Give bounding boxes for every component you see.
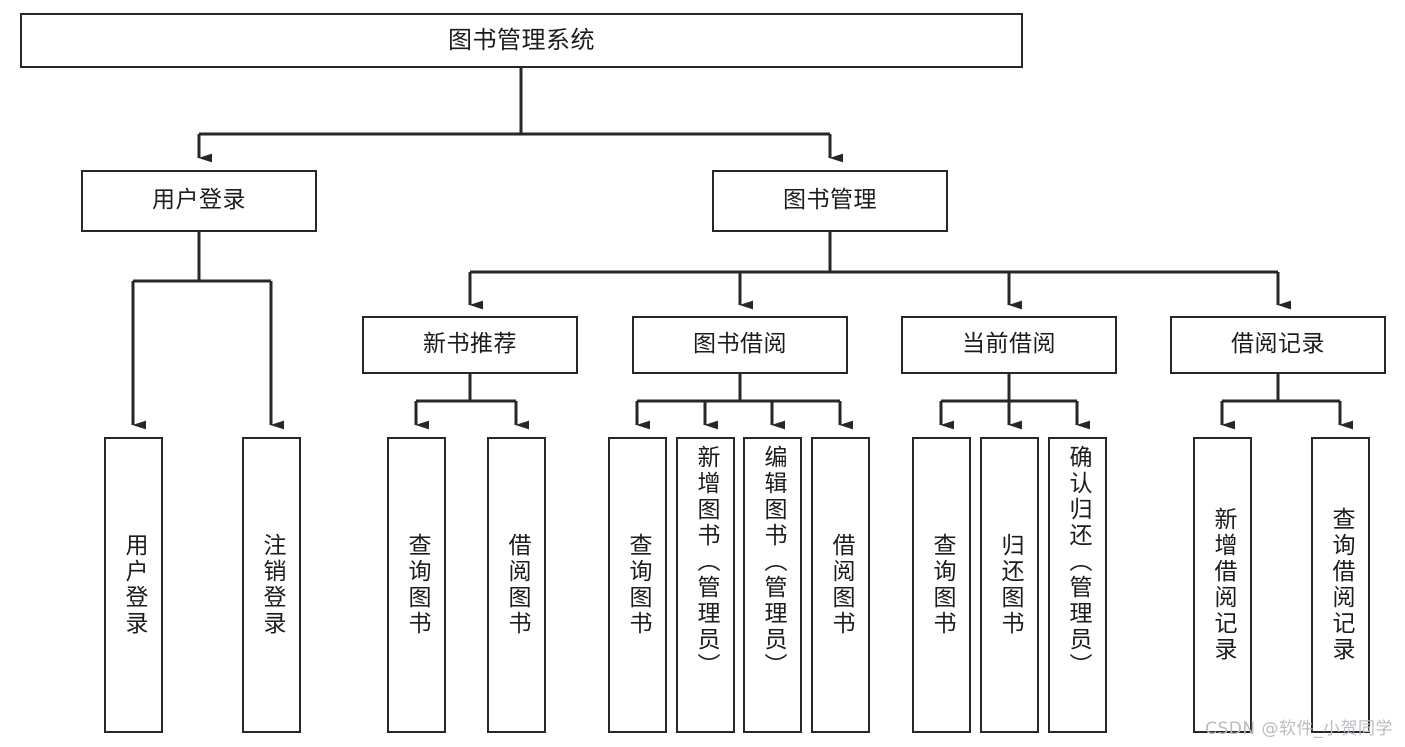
node-user-login[interactable]: 用户登录 xyxy=(81,170,317,232)
node-leaf-return-book-label: 归还图书 xyxy=(997,533,1023,637)
node-leaf-query-book-2[interactable]: 查询图书 xyxy=(608,437,667,733)
node-leaf-add-book-label: 新增图书（管理员） xyxy=(693,445,719,679)
node-user-login-label: 用户登录 xyxy=(152,187,246,214)
node-leaf-query-book-2-label: 查询图书 xyxy=(625,533,651,637)
node-book-management[interactable]: 图书管理 xyxy=(712,170,948,232)
node-leaf-query-book-1-label: 查询图书 xyxy=(404,533,430,637)
node-book-management-label: 图书管理 xyxy=(783,187,877,214)
node-book-borrow-label: 图书借阅 xyxy=(693,331,787,358)
node-current-borrow[interactable]: 当前借阅 xyxy=(901,316,1117,374)
node-new-book-recommend-label: 新书推荐 xyxy=(423,331,517,358)
node-leaf-edit-book[interactable]: 编辑图书（管理员） xyxy=(743,437,802,733)
node-leaf-logout-login[interactable]: 注销登录 xyxy=(242,437,301,733)
node-leaf-add-record[interactable]: 新增借阅记录 xyxy=(1193,437,1252,733)
node-leaf-query-book-1[interactable]: 查询图书 xyxy=(387,437,446,733)
node-leaf-confirm-return[interactable]: 确认归还（管理员） xyxy=(1048,437,1107,733)
node-leaf-return-book[interactable]: 归还图书 xyxy=(980,437,1039,733)
node-leaf-borrow-book-2-label: 借阅图书 xyxy=(828,533,854,637)
node-borrow-record-label: 借阅记录 xyxy=(1231,331,1325,358)
node-leaf-logout-login-label: 注销登录 xyxy=(259,533,285,637)
node-leaf-borrow-book-1[interactable]: 借阅图书 xyxy=(487,437,546,733)
node-borrow-record[interactable]: 借阅记录 xyxy=(1170,316,1386,374)
node-leaf-query-record[interactable]: 查询借阅记录 xyxy=(1311,437,1370,733)
node-leaf-query-book-3-label: 查询图书 xyxy=(929,533,955,637)
node-leaf-confirm-return-label: 确认归还（管理员） xyxy=(1065,445,1091,679)
node-leaf-borrow-book-1-label: 借阅图书 xyxy=(504,533,530,637)
node-root-label: 图书管理系统 xyxy=(448,26,595,55)
node-leaf-add-record-label: 新增借阅记录 xyxy=(1210,507,1236,663)
watermark-text: CSDN @软件_小贺同学 xyxy=(1205,719,1393,739)
node-current-borrow-label: 当前借阅 xyxy=(962,331,1056,358)
node-leaf-borrow-book-2[interactable]: 借阅图书 xyxy=(811,437,870,733)
node-leaf-add-book[interactable]: 新增图书（管理员） xyxy=(676,437,735,733)
node-leaf-query-record-label: 查询借阅记录 xyxy=(1328,507,1354,663)
node-book-borrow[interactable]: 图书借阅 xyxy=(632,316,848,374)
node-leaf-user-login[interactable]: 用户登录 xyxy=(104,437,163,733)
node-new-book-recommend[interactable]: 新书推荐 xyxy=(362,316,578,374)
node-leaf-query-book-3[interactable]: 查询图书 xyxy=(912,437,971,733)
node-root[interactable]: 图书管理系统 xyxy=(20,13,1023,68)
node-leaf-user-login-label: 用户登录 xyxy=(121,533,147,637)
node-leaf-edit-book-label: 编辑图书（管理员） xyxy=(760,445,786,679)
